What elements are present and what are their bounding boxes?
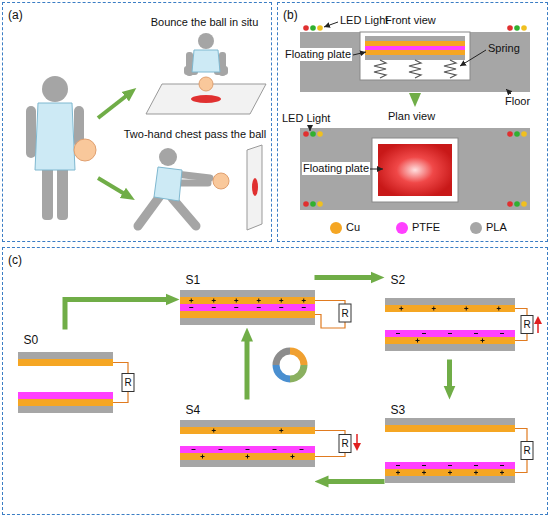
- state-group: S3: [385, 400, 515, 490]
- flow-arrow: [98, 93, 130, 118]
- bounce-scene: [146, 33, 266, 114]
- state-group: S4: [180, 400, 315, 490]
- resistor-symbol: [521, 442, 533, 460]
- part-label: Floor: [505, 95, 530, 108]
- current-arrow: [356, 434, 358, 447]
- teng-state: [385, 298, 533, 351]
- resistor-symbol: [521, 316, 533, 334]
- part-label: LED Light: [340, 14, 388, 27]
- resistor-label: R: [341, 438, 348, 449]
- legend-swatch: [330, 222, 342, 234]
- teng-state: [180, 290, 351, 328]
- state-label: S3: [391, 403, 406, 417]
- state-label: S0: [24, 333, 39, 347]
- state-label: S4: [186, 403, 201, 417]
- legend-text: PLA: [486, 221, 507, 234]
- teng-state: [385, 418, 533, 483]
- state-transition-arrow: [447, 360, 452, 392]
- part-label: Floating plate: [284, 48, 352, 61]
- resistor-symbol: [339, 435, 351, 453]
- view-title: Plan view: [388, 110, 435, 123]
- legend-swatch: [396, 222, 408, 234]
- legend-item: PTFE: [396, 221, 440, 234]
- legend-text: Cu: [346, 221, 360, 234]
- cycle-icon: [276, 351, 304, 379]
- state-group: S0: [18, 330, 113, 420]
- panel-letter: (c): [8, 253, 22, 267]
- panel-letter: (a): [8, 8, 23, 22]
- pass-scene: [138, 145, 262, 230]
- resistor-label: R: [523, 445, 530, 456]
- state-transition-arrow: [245, 336, 250, 400]
- leader-line: [353, 52, 366, 55]
- teng-state: [180, 420, 351, 467]
- scene-panel: Two-hand chest pass the ball: [117, 124, 274, 236]
- part-label: LED Light: [282, 112, 330, 125]
- resistor-symbol: [122, 374, 134, 392]
- scene-panel: Bounce the ball in situ: [140, 12, 270, 117]
- plan-view-device: [300, 128, 530, 210]
- state-label: S2: [391, 273, 406, 287]
- panel-frame: Bounce the ball in situTwo-hand chest pa…: [2, 2, 272, 242]
- teng-state: [18, 352, 134, 413]
- panel-letter: (b): [283, 8, 298, 22]
- leader-line: [370, 169, 383, 170]
- leader-line: [310, 125, 311, 131]
- state-group: S2: [385, 270, 515, 360]
- state-label: S1: [186, 273, 201, 287]
- resistor-label: R: [523, 319, 530, 330]
- part-label: Spring: [488, 42, 520, 55]
- player-figure: [26, 76, 96, 220]
- state-transition-arrow: [323, 479, 385, 484]
- state-transition-arrow: [315, 275, 377, 280]
- legend-item: PLA: [470, 221, 507, 234]
- flow-arrow: [98, 178, 128, 196]
- legend-text: PTFE: [412, 221, 440, 234]
- flow-arrow: [413, 94, 417, 99]
- resistor-symbol: [339, 304, 351, 322]
- current-arrow: [537, 320, 539, 333]
- part-label: Floating plate: [302, 162, 370, 175]
- resistor-label: R: [124, 377, 131, 388]
- resistor-label: R: [341, 308, 348, 319]
- legend-swatch: [470, 222, 482, 234]
- view-title: Front view: [385, 14, 436, 27]
- state-transition-arrow: [65, 300, 172, 330]
- leader-line: [506, 89, 511, 94]
- scene-caption: Bounce the ball in situ: [151, 16, 259, 29]
- leader-line: [460, 50, 486, 66]
- panel-frame: S0 S1 S2S3 S4 (c): [2, 247, 548, 515]
- state-group: S1: [180, 270, 315, 328]
- legend-item: Cu: [330, 221, 360, 234]
- leader-line: [324, 22, 338, 27]
- scene-caption: Two-hand chest pass the ball: [124, 128, 266, 141]
